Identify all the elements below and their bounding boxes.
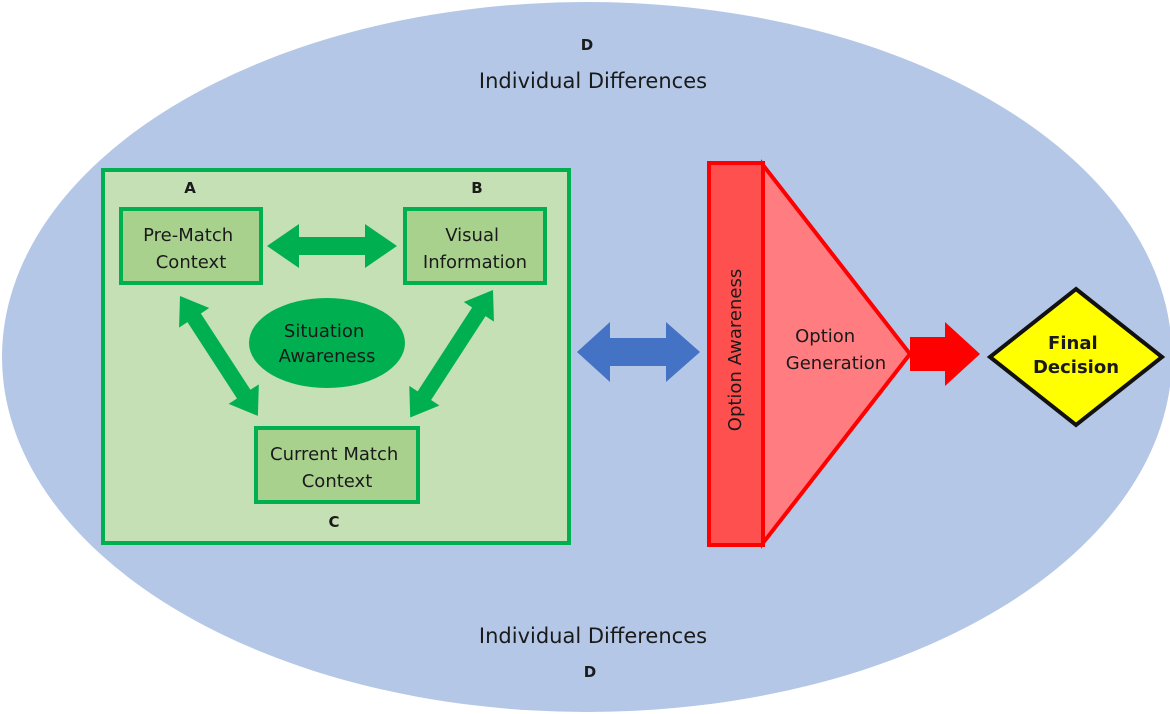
individual-differences-top: Individual Differences (479, 69, 707, 93)
pre-match-context-box (119, 207, 263, 285)
visual-line-2: Information (423, 252, 527, 273)
option-awareness-label: Option Awareness (725, 269, 746, 431)
current-match-context-box (254, 426, 420, 504)
final-decision-diamond (986, 286, 1166, 428)
current-line-2: Context (302, 471, 373, 492)
situation-option-arrow (577, 322, 700, 382)
pre-match-line-2: Context (156, 252, 227, 273)
pre-match-visual-arrow (267, 224, 397, 268)
final-decision-line-2: Decision (1033, 357, 1119, 378)
option-generation-line-2: Generation (786, 353, 886, 374)
current-match-context-label: Current Match Context (270, 444, 404, 492)
final-decision-label: Final Decision (1033, 333, 1119, 378)
generation-decision-arrow (910, 322, 980, 386)
visual-information-label: Visual Information (423, 225, 527, 273)
visual-information-box (403, 207, 547, 285)
situation-awareness-label: Situation Awareness (279, 321, 376, 367)
option-generation-line-1: Option (795, 326, 855, 347)
label-d-bottom: D (584, 663, 596, 681)
pre-match-current-arrow (179, 296, 259, 416)
final-decision-line-1: Final (1048, 333, 1098, 354)
visual-current-arrow (409, 290, 494, 418)
situation-awareness-ellipse (249, 298, 405, 388)
label-d-top: D (581, 36, 593, 54)
label-c: C (328, 513, 339, 531)
label-a: A (184, 179, 196, 197)
current-line-1: Current Match (270, 444, 398, 465)
label-b: B (471, 179, 482, 197)
situation-line-2: Awareness (279, 346, 376, 367)
pre-match-line-1: Pre-Match (143, 225, 233, 246)
individual-differences-bottom: Individual Differences (479, 624, 707, 648)
situation-line-1: Situation (284, 321, 364, 342)
visual-line-1: Visual (445, 225, 499, 246)
option-awareness-bar (707, 161, 765, 547)
pre-match-context-label: Pre-Match Context (143, 225, 239, 273)
option-generation-label: Option Generation (786, 326, 886, 374)
